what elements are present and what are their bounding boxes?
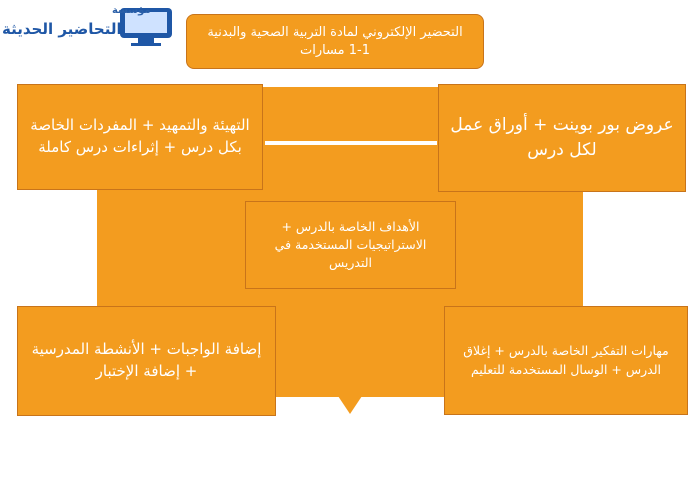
computer-icon — [120, 8, 172, 46]
box-top-left-text: التهيئة والتمهيد + المفردات الخاصة بكل د… — [30, 116, 250, 156]
brand-logo: مؤسسة التحاضير الحديثة — [0, 4, 180, 50]
box-middle-text: الأهداف الخاصة بالدرس + الاستراتيجيات ال… — [274, 218, 427, 271]
down-arrow — [338, 396, 362, 414]
box-top-right: عروض بور بوينت + أوراق عمل لكل درس — [438, 84, 686, 192]
logo-subtitle: مؤسسة — [112, 5, 151, 16]
title-box: التحضير الإلكتروني لمادة التربية الصحية … — [186, 14, 484, 69]
box-bottom-left-text: إضافة الواجبات + الأنشطة المدرسية + إضاف… — [31, 340, 262, 380]
box-bottom-right: مهارات التفكير الخاصة بالدرس + إغلاق الد… — [444, 306, 688, 415]
title-line-1: التحضير الإلكتروني لمادة التربية الصحية … — [207, 24, 463, 40]
box-bottom-left: إضافة الواجبات + الأنشطة المدرسية + إضاف… — [17, 306, 276, 416]
title-line-2: 1-1 مسارات — [299, 42, 371, 58]
logo-title: التحاضير الحديثة — [2, 20, 122, 38]
box-top-right-text: عروض بور بوينت + أوراق عمل لكل درس — [450, 115, 674, 160]
box-top-left: التهيئة والتمهيد + المفردات الخاصة بكل د… — [17, 84, 263, 190]
box-bottom-right-text: مهارات التفكير الخاصة بالدرس + إغلاق الد… — [463, 343, 669, 377]
connector-line — [265, 141, 437, 145]
box-middle: الأهداف الخاصة بالدرس + الاستراتيجيات ال… — [245, 201, 456, 289]
